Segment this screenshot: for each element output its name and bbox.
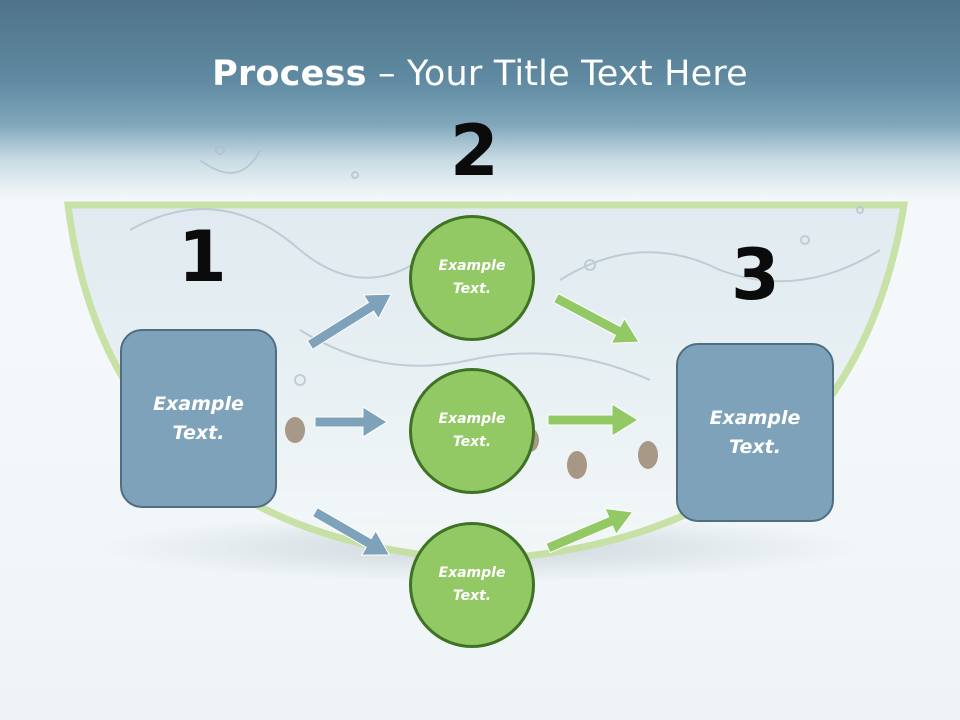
- step2-circle-bottom: Example Text.: [409, 522, 535, 648]
- step3-box: Example Text.: [676, 343, 834, 522]
- step-number-1: 1: [178, 216, 227, 298]
- step3-text: Example Text.: [709, 406, 801, 458]
- slide-title: Process – Your Title Text Here: [0, 54, 960, 94]
- step-number-2: 2: [450, 110, 499, 192]
- step1-text: Example Text.: [153, 392, 244, 444]
- arrow-down-green: [552, 292, 640, 344]
- step2-circle-top: Example Text.: [409, 215, 535, 341]
- arrow-right-blue: [314, 406, 388, 438]
- step2-circle-middle-text: Example Text.: [438, 411, 506, 450]
- arrow-up-green: [545, 507, 634, 554]
- arrow-up-blue: [306, 293, 393, 350]
- step2-circle-top-text: Example Text.: [438, 258, 506, 297]
- step1-box: Example Text.: [120, 329, 277, 508]
- step2-circle-middle: Example Text.: [409, 368, 535, 494]
- title-rest: – Your Title Text Here: [366, 54, 748, 94]
- arrows-step1: [306, 293, 393, 556]
- step2-circle-bottom-text: Example Text.: [438, 565, 506, 604]
- water-splash: [129, 145, 881, 386]
- step-number-3: 3: [731, 234, 780, 316]
- title-bold: Process: [212, 54, 367, 94]
- arrow-right-green: [547, 403, 639, 437]
- arrow-down-blue: [311, 506, 391, 556]
- title-banner: [0, 0, 960, 200]
- arrows-step3: [545, 292, 640, 554]
